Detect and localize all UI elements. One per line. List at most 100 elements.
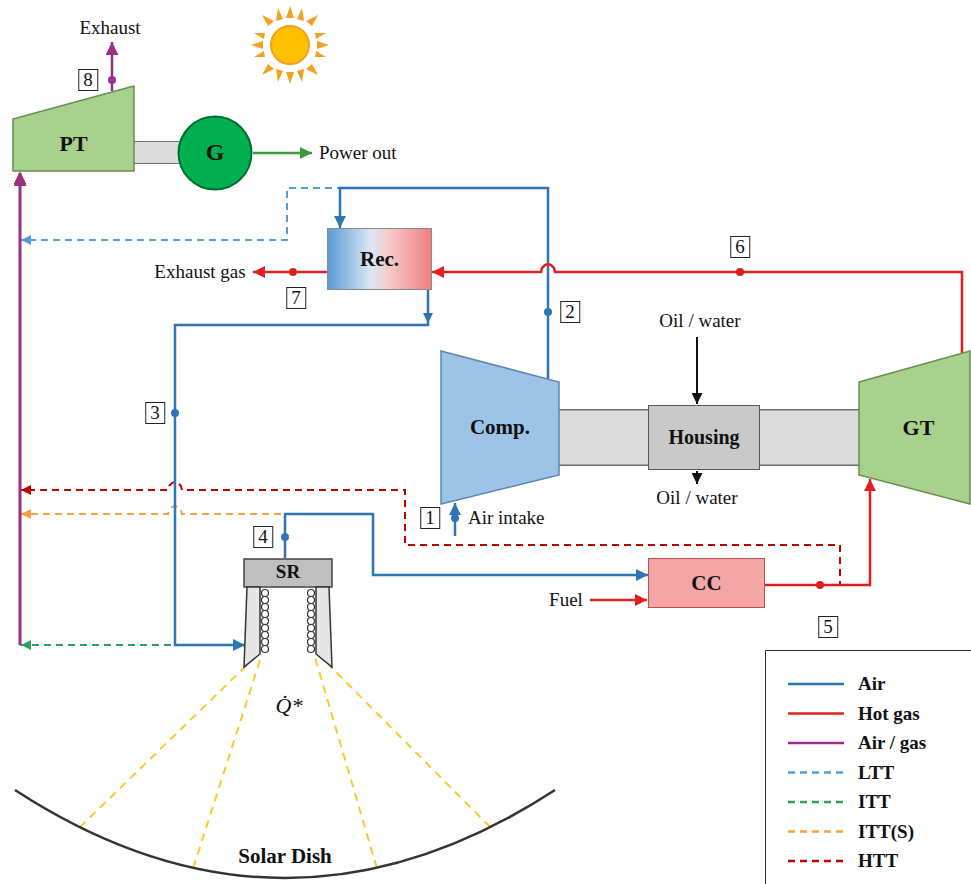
itts-bypass-line — [20, 172, 285, 558]
pt-outline — [12, 85, 135, 172]
receiver-coil — [308, 597, 315, 604]
shaft-outline — [557, 409, 651, 466]
component-label: PT — [59, 131, 87, 156]
state-dot — [816, 581, 824, 589]
power-turbine: PT — [12, 85, 135, 172]
callout-number: 4 — [253, 526, 273, 548]
heat-flux-label: Q̇* — [276, 693, 303, 718]
legend-text: ITT — [858, 791, 891, 813]
htt-bypass-line — [20, 172, 840, 585]
air-arrowhead — [423, 313, 433, 323]
legend-line-sample — [788, 830, 844, 833]
itts-arrowhead — [21, 509, 31, 519]
legend-text: HTT — [858, 850, 898, 872]
callout-number: 2 — [560, 301, 580, 323]
air-line — [285, 514, 648, 575]
power-arrow — [253, 152, 312, 155]
receiver-coil — [262, 639, 269, 646]
flow-label: Oil / water — [656, 487, 737, 509]
shaft — [759, 411, 859, 465]
receiver-coil — [262, 611, 269, 618]
component-label: Comp. — [470, 415, 530, 439]
state-dot — [289, 268, 297, 276]
component-label: Solar Dish — [238, 844, 332, 868]
recuperator: Rec. — [327, 228, 432, 290]
legend-line-sample — [788, 683, 844, 686]
receiver-coil — [308, 625, 315, 632]
receiver-coil — [308, 646, 315, 653]
component-label: Housing — [668, 426, 739, 449]
turbine-body — [13, 86, 134, 171]
legend-box: AirHot gasAir / gasLTT ITT ITT(S) HTT — [765, 650, 971, 884]
turbine-body — [859, 351, 970, 504]
legend-line-sample — [788, 771, 844, 774]
air-line — [175, 290, 428, 645]
flow-label: Exhaust — [79, 17, 140, 39]
receiver-coil — [262, 590, 269, 597]
coolant-out-arrow — [696, 471, 698, 484]
component-label: CC — [691, 571, 721, 595]
state-dot — [451, 514, 459, 522]
callout-number: 1 — [420, 507, 440, 529]
component-label: GT — [903, 415, 935, 440]
state-dot — [736, 268, 744, 276]
receiver-wall — [244, 587, 260, 667]
receiver-coil — [308, 632, 315, 639]
callout-number: 3 — [145, 402, 165, 424]
receiver-coil — [262, 597, 269, 604]
dish-reflector — [15, 790, 555, 878]
legend-line-sample — [788, 801, 844, 804]
legend-text: Air / gas — [858, 732, 926, 754]
state-points — [108, 76, 824, 589]
legend-line-sample — [788, 860, 844, 863]
solar-dish: Solar Dish — [10, 770, 560, 884]
combustion-chamber: CC — [648, 558, 765, 608]
state-dot — [281, 533, 289, 541]
legend-line-sample — [788, 712, 844, 715]
gas-turbine: GT — [858, 350, 971, 505]
shaft-outline — [757, 409, 861, 466]
receiver-coil — [308, 590, 315, 597]
coolant-in-arrow — [696, 337, 698, 404]
sun-icon — [251, 6, 329, 84]
receiver-coil — [308, 618, 315, 625]
ltt-arrowhead — [21, 235, 31, 245]
flow-label: Power out — [319, 142, 397, 164]
legend-text: Hot gas — [858, 703, 920, 725]
receiver-coil — [262, 632, 269, 639]
hot-gas-line — [765, 479, 870, 585]
bypass-manifold-line — [19, 173, 22, 645]
callout-number: 6 — [730, 236, 750, 258]
flow-label: Fuel — [549, 589, 583, 611]
legend-text: Air — [858, 673, 885, 695]
shaft-outline — [133, 141, 179, 164]
callout-number: 5 — [818, 616, 838, 638]
legend-text: ITT(S) — [858, 821, 914, 843]
itt-arrowhead — [21, 640, 31, 650]
compressor-body — [441, 351, 559, 504]
receiver-cap — [244, 559, 332, 587]
component-label: SR — [276, 561, 300, 583]
sun-disc — [271, 26, 309, 64]
solar-receiver: SR — [243, 558, 333, 668]
receiver-coil — [308, 611, 315, 618]
shaft — [133, 142, 180, 163]
flow-label: Exhaust gas — [154, 261, 245, 283]
flow-label: Air intake — [468, 507, 545, 529]
component-label: G — [206, 139, 225, 167]
solar-ray — [80, 654, 490, 868]
receiver-coil — [262, 604, 269, 611]
generator-body — [179, 117, 252, 190]
generator: G — [177, 115, 253, 191]
receiver-coil — [308, 604, 315, 611]
fuel-arrow — [590, 599, 647, 602]
receiver-coil — [262, 618, 269, 625]
receiver-wall — [316, 587, 332, 667]
legend-line-sample — [788, 742, 844, 745]
sun-rays — [251, 6, 329, 84]
legend-text: LTT — [858, 762, 894, 784]
ltt-bypass-line — [20, 172, 548, 380]
state-dot — [544, 308, 552, 316]
receiver-coil — [308, 639, 315, 646]
